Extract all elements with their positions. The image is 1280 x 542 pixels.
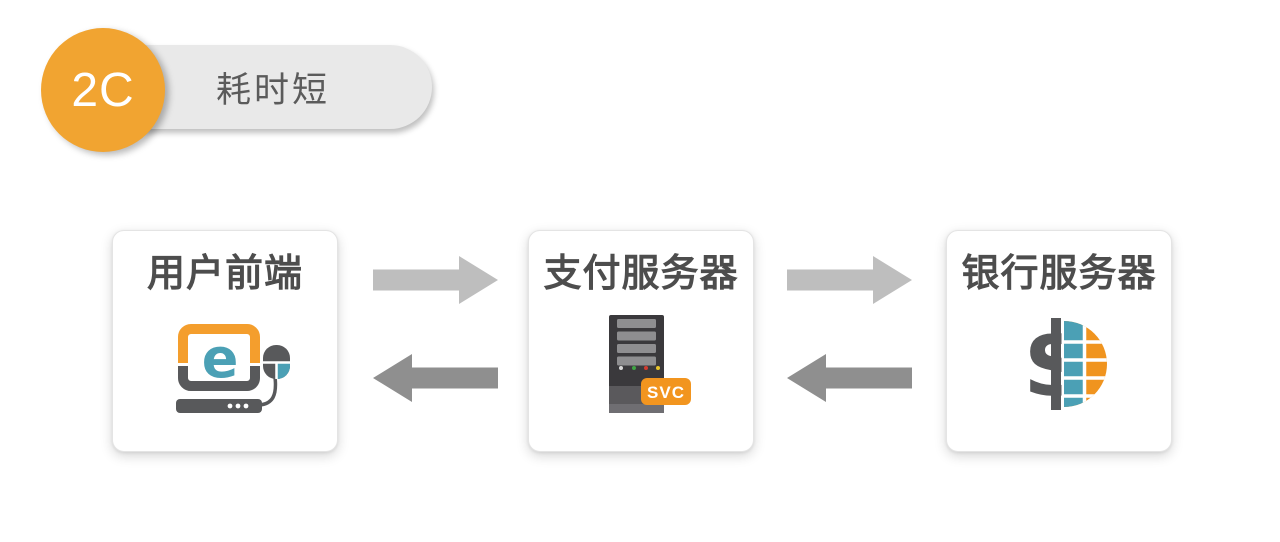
payment-server-icon: SVC bbox=[609, 315, 691, 413]
arrow-forward-client-to-payment bbox=[373, 256, 498, 304]
arrow-back-bank-to-payment bbox=[787, 354, 912, 402]
server-leds bbox=[619, 366, 660, 370]
dollar-globe-icon: $ bbox=[1023, 317, 1107, 412]
step-title-label: 耗时短 bbox=[215, 70, 330, 110]
browser-frame-top bbox=[178, 324, 260, 363]
node-payment-server: 支付服务器 SVC bbox=[528, 230, 754, 452]
node-bank-server-title: 银行服务器 bbox=[961, 253, 1157, 295]
server-slots bbox=[617, 319, 656, 366]
node-user-frontend: 用户前端 e bbox=[112, 230, 338, 452]
node-bank-server: 银行服务器 $ bbox=[946, 230, 1172, 452]
mouse-icon bbox=[263, 345, 290, 379]
browser-frame-bottom bbox=[178, 366, 260, 391]
svc-badge-label: SVC bbox=[647, 383, 685, 402]
browser-e-letter: e bbox=[202, 327, 239, 390]
browser-window bbox=[183, 329, 255, 386]
computer-base bbox=[176, 399, 262, 413]
arrow-back-payment-to-client bbox=[373, 354, 498, 402]
dollar-bar bbox=[1051, 318, 1061, 410]
node-user-frontend-title: 用户前端 bbox=[146, 253, 303, 295]
step-badge-circle: 2C bbox=[41, 28, 165, 152]
mouse-cable bbox=[258, 376, 278, 407]
svc-badge: SVC bbox=[641, 378, 691, 405]
globe-half bbox=[1064, 321, 1107, 407]
node-payment-server-title: 支付服务器 bbox=[543, 253, 739, 295]
browser-mouse-icon: e bbox=[176, 324, 290, 413]
arrow-forward-payment-to-bank bbox=[787, 256, 912, 304]
step-badge-label: 2C bbox=[71, 63, 135, 117]
server-base-strip bbox=[609, 404, 664, 413]
